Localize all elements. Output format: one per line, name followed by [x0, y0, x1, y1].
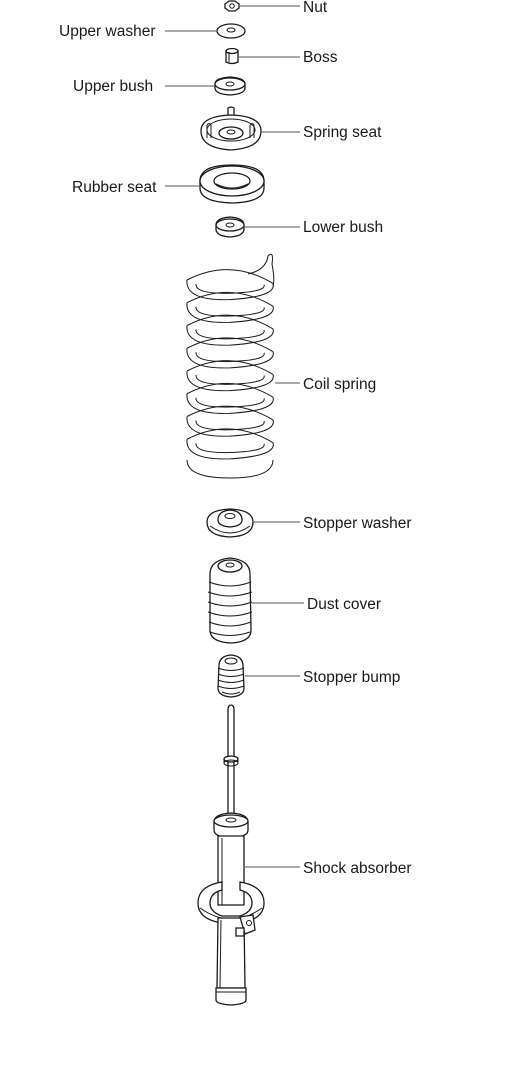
stopper-bump-label: Stopper bump	[303, 669, 400, 686]
coil-spring-back-loop	[186, 269, 274, 284]
rubber-seat-label: Rubber seat	[72, 179, 157, 196]
shock-absorber-label: Shock absorber	[303, 860, 412, 877]
coil-spring-front-loop	[186, 370, 274, 392]
coil-spring-inner-loop	[195, 374, 265, 385]
lower-bush-label: Lower bush	[303, 219, 383, 236]
coil-spring-back-loop	[186, 337, 274, 353]
upper-bush-icon	[214, 76, 246, 96]
coil-spring-front-loop	[186, 279, 274, 301]
lower-bush-icon	[215, 216, 245, 238]
rubber-seat-icon	[199, 164, 265, 204]
upper-washer-icon	[216, 23, 246, 39]
coil-spring-front-loop	[186, 348, 274, 369]
coil-spring-back-loop	[186, 382, 274, 398]
dust-cover-icon	[207, 557, 253, 644]
upper-washer-label: Upper washer	[59, 23, 156, 40]
dust-cover-label: Dust cover	[307, 596, 381, 613]
spring-seat-icon	[200, 106, 262, 151]
nut-icon	[224, 0, 240, 12]
nut-label: Nut	[303, 0, 328, 16]
coil-spring-bottom-end	[186, 459, 274, 479]
coil-spring-back-loop	[186, 291, 274, 307]
coil-spring-front-loop	[186, 416, 274, 437]
coil-spring-back-loop	[186, 428, 274, 444]
stopper-washer-label: Stopper washer	[303, 515, 412, 532]
upper-bush-label: Upper bush	[73, 78, 153, 95]
stopper-washer-icon	[206, 508, 254, 538]
stopper-bump-icon	[217, 654, 245, 698]
boss-label: Boss	[303, 49, 338, 66]
coil-spring-front-loop	[186, 439, 274, 460]
coil-spring-back-loop	[186, 405, 274, 421]
coil-spring-inner-loop	[195, 443, 265, 454]
shock-absorber-icon	[197, 704, 265, 1006]
coil-spring-back-loop	[186, 360, 274, 375]
coil-spring-inner-loop	[195, 397, 265, 408]
coil-spring-inner-loop	[195, 329, 265, 340]
coil-spring-front-loop	[186, 302, 274, 323]
spring-seat-label: Spring seat	[303, 124, 382, 141]
coil-spring-back-loop	[186, 314, 274, 330]
coil-spring-inner-loop	[195, 420, 265, 431]
coil-spring-inner-loop	[195, 352, 265, 363]
coil-spring-front-loop	[186, 393, 274, 414]
coil-spring-label: Coil spring	[303, 376, 376, 393]
coil-spring-front-loop	[186, 325, 274, 346]
coil-spring-icon	[186, 253, 275, 479]
boss-icon	[225, 47, 239, 65]
coil-spring-inner-loop	[195, 283, 265, 294]
coil-spring-top-end	[247, 253, 275, 287]
coil-spring-inner-loop	[195, 306, 265, 317]
